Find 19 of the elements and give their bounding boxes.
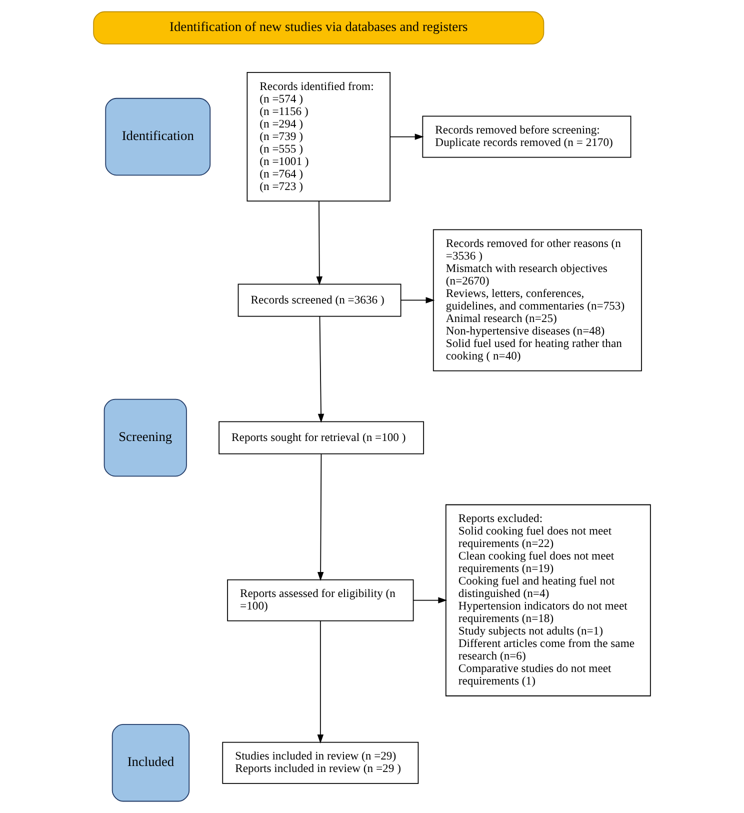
node-box: Identification (105, 98, 211, 176)
node-box: Records removed before screening: Duplicate records removed (n = 2170) (422, 116, 632, 158)
node-box: Records screened (n =3636 ) (238, 284, 402, 317)
arrow (390, 134, 424, 140)
arrow (412, 597, 448, 604)
arrow (317, 620, 324, 744)
arrow (400, 297, 435, 304)
node-box: Reports excluded: Solid cooking fuel does not meet requirements (n=22) Clean cooking fuel does not meet requirements (n=19) Cooking fuel and heating fuel not distinguished (n=4) Hypertension indicators do not meet requirements (n=18) Study subjects not adults (n=1) Different articles come from the same research (n=6) Comparative studies do not meet requirements (1) (445, 504, 651, 696)
node-box: Reports assessed for eligibility (n =100) (227, 579, 414, 622)
node-box: Screening (104, 398, 187, 477)
node-box: Included (112, 724, 190, 802)
node-box: Reports sought for retrieval (n =100 ) (218, 421, 424, 454)
node-box: Studies included in review (n =29) Reports included in review (n =29 ) (222, 742, 419, 784)
node-box: Records removed for other reasons (n =3536 ) Mismatch with research objectives (n=2670) Reviews, letters, conferences, guidelines, and commentaries (n=753) Animal research (n=25) Non-hypertensive diseases (n=48) Solid fuel used for heating rather than cooking ( n=40) (432, 229, 642, 372)
arrow (316, 200, 323, 286)
arrow (318, 316, 324, 423)
node-box: Identification of new studies via databases and registers (93, 11, 544, 44)
arrow (317, 454, 324, 581)
node-box: Records identified from: (n =574 ) (n =1156 ) (n =294 ) (n =739 ) (n =555 ) (n =1001 ) (n =764 ) (n =723 ) (246, 72, 391, 202)
